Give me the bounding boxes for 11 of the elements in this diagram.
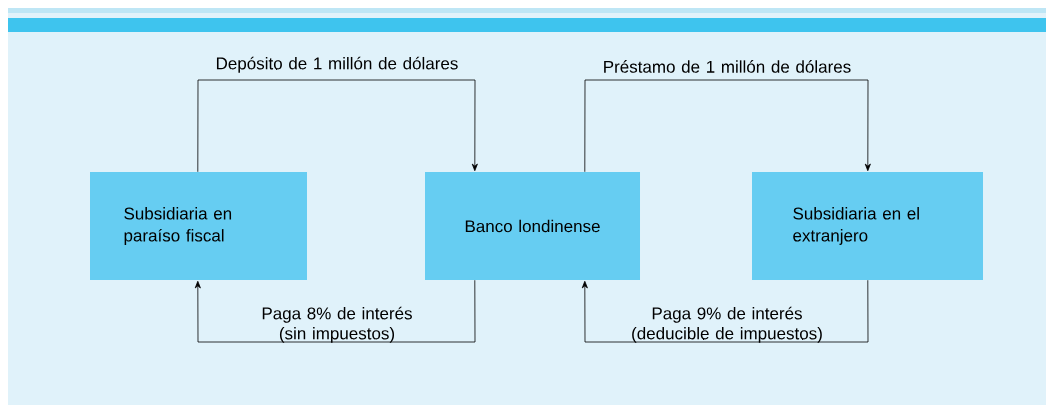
edge-label: Depósito de 1 millón de dólares <box>216 56 458 73</box>
arrow <box>584 79 871 173</box>
arrow <box>197 79 478 173</box>
process-box: Subsidiaria en el extranjero <box>752 172 983 280</box>
arrow <box>581 279 869 343</box>
process-box: Subsidiaria en paraíso fiscal <box>90 172 307 280</box>
process-box: Banco londinense <box>425 172 640 280</box>
edge-label: Paga 8% de interés (sin impuestos) <box>262 306 412 343</box>
edge-label: Paga 9% de interés (deducible de impuestos) <box>632 306 822 343</box>
arrow <box>194 279 476 343</box>
edge-label: Préstamo de 1 millón de dólares <box>604 60 851 73</box>
